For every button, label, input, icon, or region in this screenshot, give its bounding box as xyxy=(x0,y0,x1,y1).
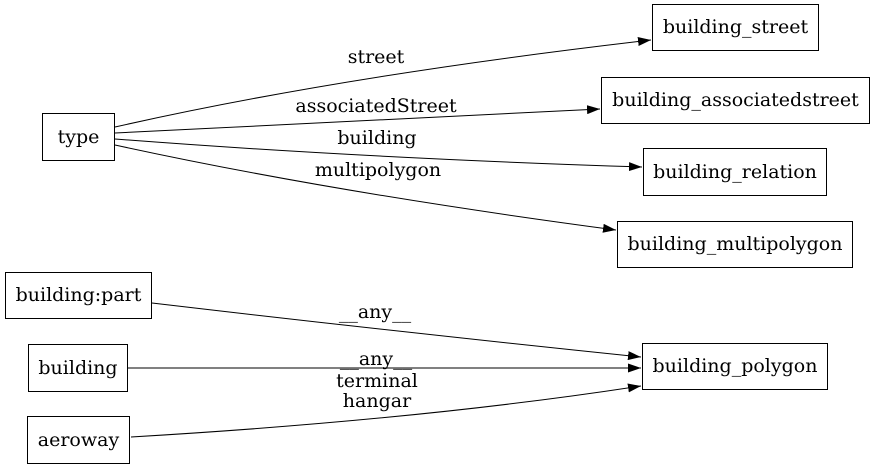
node-building-street: building_street xyxy=(652,4,819,51)
edge-buildingpart-building-polygon xyxy=(151,302,642,361)
node-building-multipolygon-label: building_multipolygon xyxy=(627,233,843,255)
edge-label-street: street xyxy=(347,46,405,68)
node-building-label: building xyxy=(38,356,118,379)
node-type: type xyxy=(42,113,115,161)
node-building-polygon-label: building_polygon xyxy=(652,355,818,377)
node-building-relation: building_relation xyxy=(643,148,827,196)
node-building-part-label: building:part xyxy=(15,284,142,306)
node-building-street-label: building_street xyxy=(662,16,809,38)
node-building-polygon: building_polygon xyxy=(642,343,828,390)
edge-aeroway-building-polygon xyxy=(130,383,642,438)
edge-label-any-1: __any__ xyxy=(338,301,412,323)
edge-label-multipolygon: multipolygon xyxy=(314,159,442,181)
node-building-associatedstreet-label: building_associatedstreet xyxy=(612,89,859,111)
edge-type-building-street xyxy=(114,37,652,128)
edge-type-building-relation xyxy=(114,138,643,172)
edge-label-any-2: __any__ xyxy=(339,348,413,370)
edge-type-building-multipolygon xyxy=(114,144,617,233)
node-aeroway: aeroway xyxy=(27,416,130,464)
node-building-multipolygon: building_multipolygon xyxy=(617,221,853,268)
edge-label-terminal-hangar: terminal hangar xyxy=(336,370,418,412)
edge-label-building: building xyxy=(337,127,417,149)
node-building-associatedstreet: building_associatedstreet xyxy=(601,77,870,124)
node-building-relation-label: building_relation xyxy=(653,160,817,183)
node-aeroway-label: aeroway xyxy=(37,428,120,451)
edge-label-associatedstreet: associatedStreet xyxy=(295,95,457,117)
node-building-part: building:part xyxy=(5,272,152,319)
node-type-label: type xyxy=(57,125,100,148)
node-building: building xyxy=(28,344,128,392)
edge-type-building-associatedstreet xyxy=(114,105,601,134)
